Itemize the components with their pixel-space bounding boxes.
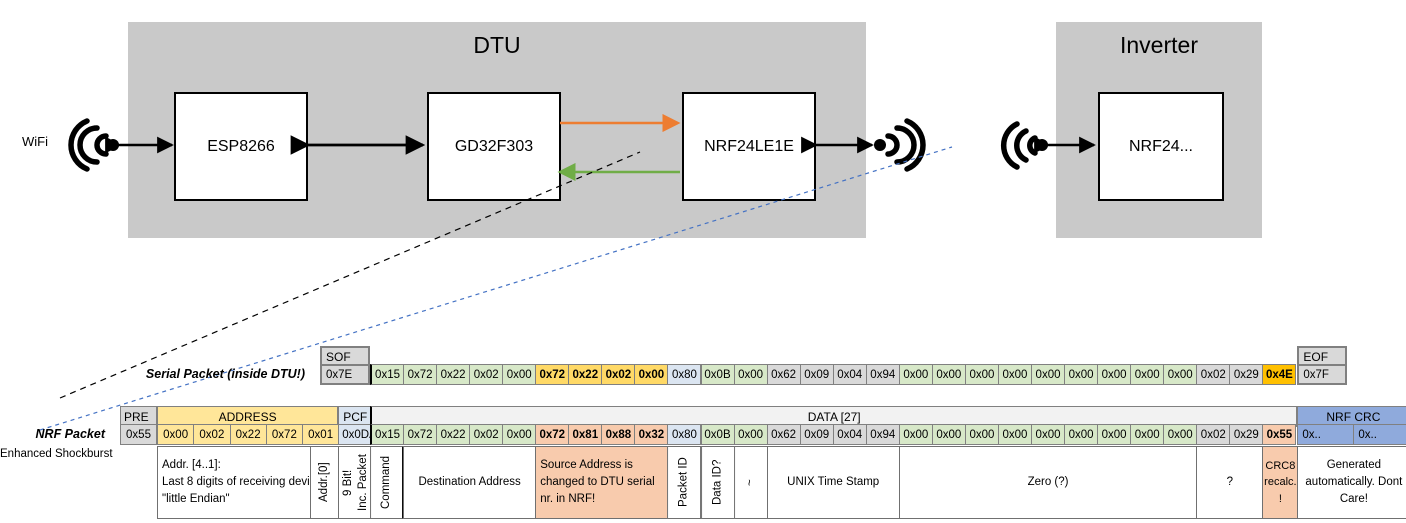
serial-byte-14: 0x04 [832, 364, 867, 385]
nrf-byte-12: 0x62 [766, 424, 801, 445]
chip-nrf24: NRF24... [1098, 92, 1224, 201]
serial-byte-6: 0x22 [568, 364, 603, 385]
serial-byte-8: 0x00 [634, 364, 669, 385]
serial-byte-7: 0x02 [601, 364, 636, 385]
wifi-label: WiFi [22, 134, 48, 149]
serial-byte-15: 0x94 [865, 364, 900, 385]
serial-byte-16: 0x00 [898, 364, 933, 385]
nrf-byte-22: 0x00 [1097, 424, 1132, 445]
nrf-pre-value: 0x55 [120, 424, 157, 445]
serial-byte-9: 0x80 [667, 364, 702, 385]
nrf-crc-byte-0: 0x.. [1297, 424, 1355, 445]
serial-byte-5: 0x72 [535, 364, 570, 385]
serial-byte-27: 0x4E [1262, 364, 1297, 385]
nrf-byte-9: 0x80 [667, 424, 702, 445]
nrf-byte-8: 0x32 [634, 424, 669, 445]
serial-byte-24: 0x00 [1163, 364, 1198, 385]
serial-byte-13: 0x09 [799, 364, 834, 385]
nrf-byte-17: 0x00 [931, 424, 966, 445]
nrf-byte-21: 0x00 [1064, 424, 1099, 445]
nrf-desc-12: CRC8 recalc. ! [1262, 446, 1299, 519]
nrf-byte-1: 0x72 [403, 424, 438, 445]
serial-byte-22: 0x00 [1097, 364, 1132, 385]
nrf-packet-sublabel: Enhanced Shockburst [0, 448, 113, 460]
serial-byte-17: 0x00 [931, 364, 966, 385]
nrf-address-byte-4: 0x01 [302, 424, 340, 445]
nrf-header-pre: PRE [120, 406, 157, 427]
serial-byte-4: 0x00 [502, 364, 537, 385]
nrf-desc-5: Source Address is changed to DTU serial … [535, 446, 669, 519]
nrf-packet-label: NRF Packet [35, 427, 105, 441]
nrf-byte-11: 0x00 [733, 424, 768, 445]
serial-byte-19: 0x00 [997, 364, 1032, 385]
nrf-desc-11: ? [1196, 446, 1264, 519]
nrf-desc-0: Addr. [4..1]:Last 8 digits of receiving … [157, 446, 340, 519]
nrf-byte-14: 0x04 [832, 424, 867, 445]
nrf-crc-byte-1: 0x.. [1353, 424, 1406, 445]
nrf-desc-7: Data ID? [700, 446, 735, 519]
nrf-desc-10: Zero (?) [898, 446, 1198, 519]
serial-packet-label: Serial Packet (inside DTU!) [145, 367, 305, 381]
nrf-byte-0: 0x15 [370, 424, 405, 445]
nrf-desc-4: Destination Address [403, 446, 537, 519]
nrf-byte-13: 0x09 [799, 424, 834, 445]
serial-sof-value: 0x7E [320, 364, 370, 385]
nrf-address-byte-3: 0x72 [265, 424, 303, 445]
serial-byte-25: 0x02 [1196, 364, 1231, 385]
nrf-desc-3: Command [370, 446, 405, 519]
nrf-byte-26: 0x29 [1229, 424, 1264, 445]
nrf-desc-1: Addr.[0] [310, 446, 340, 519]
nrf-byte-25: 0x02 [1196, 424, 1231, 445]
serial-byte-10: 0x0B [700, 364, 735, 385]
serial-byte-23: 0x00 [1130, 364, 1165, 385]
nrf-byte-24: 0x00 [1163, 424, 1198, 445]
nrf-byte-15: 0x94 [865, 424, 900, 445]
nrf-byte-7: 0x88 [601, 424, 636, 445]
nrf-byte-6: 0x81 [568, 424, 603, 445]
nrf-byte-3: 0x02 [469, 424, 504, 445]
inverter-title: Inverter [1120, 32, 1198, 58]
nrf-desc-9: UNIX Time Stamp [766, 446, 900, 519]
serial-byte-20: 0x00 [1031, 364, 1066, 385]
serial-byte-21: 0x00 [1064, 364, 1099, 385]
nrf-byte-5: 0x72 [535, 424, 570, 445]
serial-byte-12: 0x62 [766, 364, 801, 385]
serial-byte-1: 0x72 [403, 364, 438, 385]
nrf-address-byte-0: 0x00 [157, 424, 195, 445]
nrf-desc-6: Packet ID [667, 446, 702, 519]
nrf-desc-8: ~ [733, 446, 768, 519]
serial-byte-0: 0x15 [370, 364, 405, 385]
serial-eof-value: 0x7F [1297, 364, 1348, 385]
nrf-byte-20: 0x00 [1031, 424, 1066, 445]
nrf-byte-10: 0x0B [700, 424, 735, 445]
serial-byte-3: 0x02 [469, 364, 504, 385]
nrf-address-byte-2: 0x22 [229, 424, 267, 445]
nrf-byte-27: 0x55 [1262, 424, 1297, 445]
nrf-byte-18: 0x00 [964, 424, 999, 445]
serial-byte-2: 0x22 [436, 364, 471, 385]
serial-byte-26: 0x29 [1229, 364, 1264, 385]
nrf-byte-4: 0x00 [502, 424, 537, 445]
nrf-byte-19: 0x00 [997, 424, 1032, 445]
nrf-desc-13: Generated automatically. Dont Care! [1297, 446, 1406, 519]
dtu-title: DTU [473, 32, 521, 58]
nrf-byte-16: 0x00 [898, 424, 933, 445]
serial-byte-18: 0x00 [964, 364, 999, 385]
serial-byte-11: 0x00 [733, 364, 768, 385]
nrf-byte-23: 0x00 [1130, 424, 1165, 445]
nrf-address-byte-1: 0x02 [193, 424, 231, 445]
nrf-byte-2: 0x22 [436, 424, 471, 445]
chip-nrf24-label: NRF24... [1128, 137, 1193, 155]
